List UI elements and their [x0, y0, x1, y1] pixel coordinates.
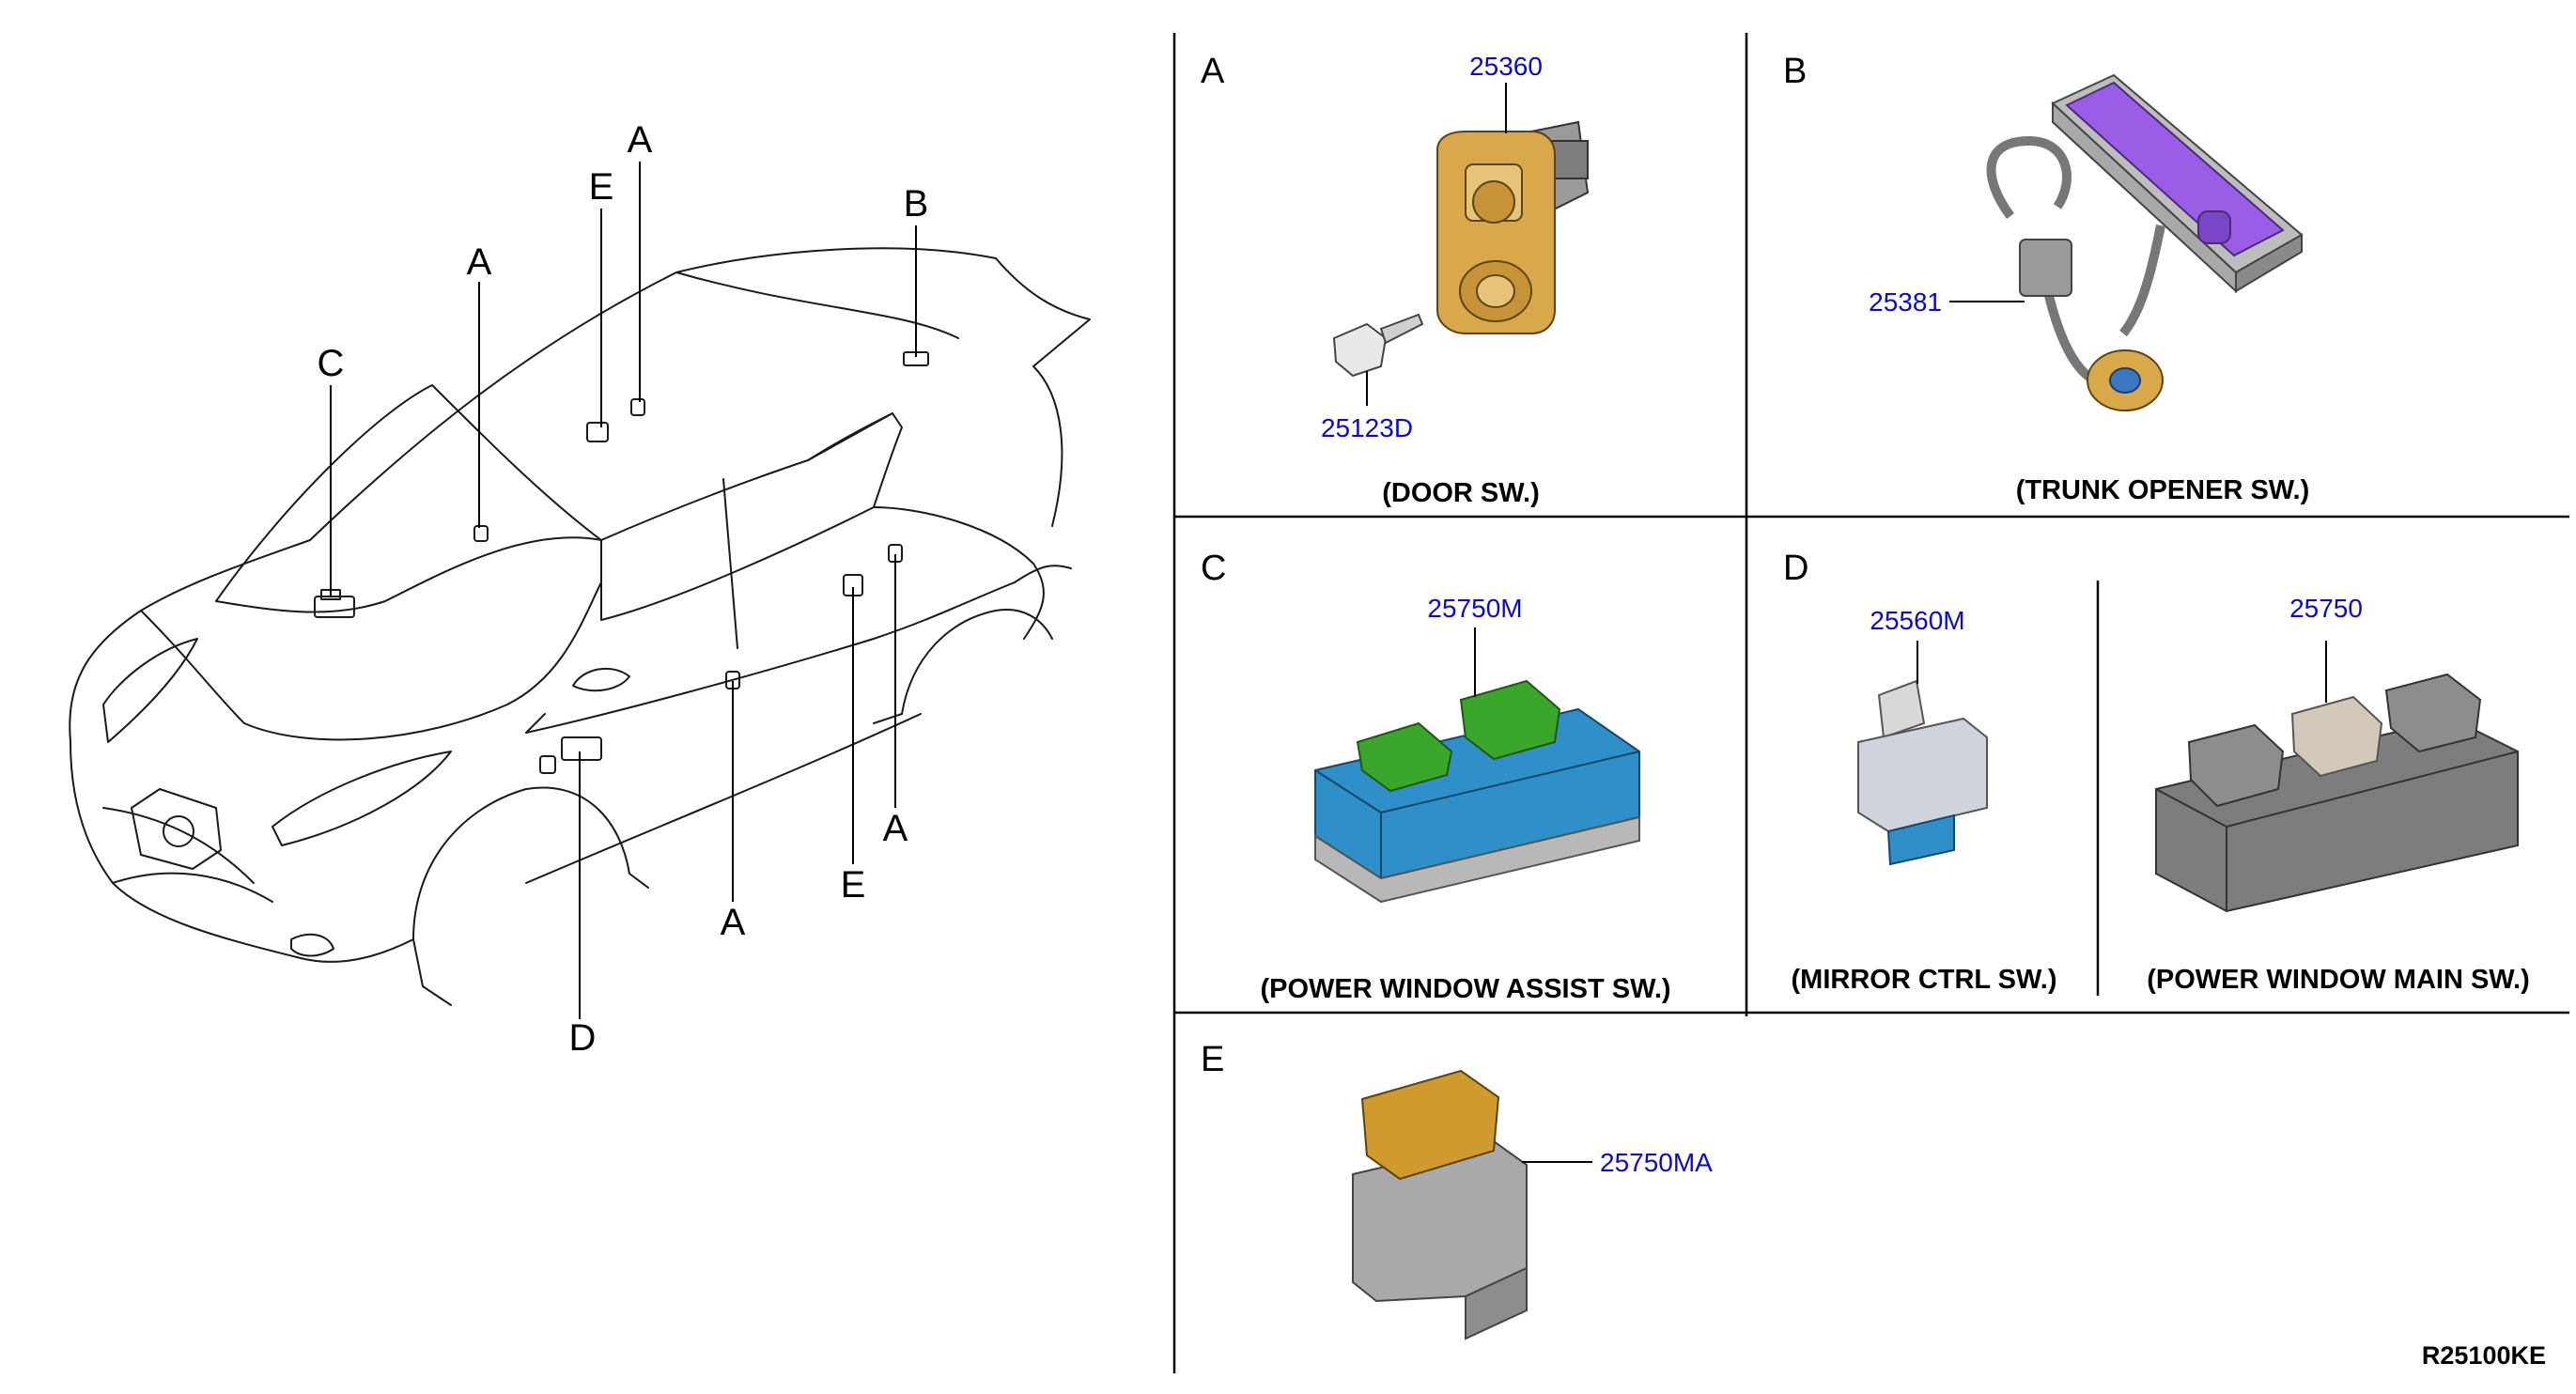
part-number-25381[interactable]: 25381	[1869, 287, 1942, 317]
mirror-switch-illustration	[1857, 679, 1988, 866]
panel-e-letter: E	[1201, 1040, 1224, 1079]
callout-d: D	[569, 1017, 597, 1059]
callout-a-door-front: A	[721, 902, 746, 943]
marker-d	[561, 736, 602, 761]
part-number-25360[interactable]: 25360	[1469, 52, 1543, 81]
main-switch-illustration	[2155, 673, 2519, 913]
part-number-25123d[interactable]: 25123D	[1321, 413, 1413, 442]
callout-b: B	[904, 183, 929, 225]
marker-c	[314, 596, 355, 618]
marker-e-roof	[586, 422, 609, 442]
caption-door-sw: (DOOR SW.)	[1382, 478, 1540, 508]
part-number-25750[interactable]: 25750	[2289, 594, 2363, 623]
car-outline	[69, 247, 1091, 1006]
overview-leader-lines	[330, 162, 917, 1019]
part-number-25750m[interactable]: 25750M	[1427, 594, 1522, 623]
callout-c: C	[318, 343, 345, 384]
part-number-25750ma[interactable]: 25750MA	[1600, 1148, 1713, 1177]
panel-b-letter: B	[1783, 52, 1807, 91]
panel-a-letter: A	[1201, 52, 1225, 91]
door-switch-illustration	[1436, 120, 1590, 334]
vehicle-overview: C A E A B D A E A	[69, 119, 1091, 1059]
callout-e-roof: E	[589, 166, 614, 208]
panel-d-letter: D	[1783, 549, 1808, 588]
panel-grid	[1172, 33, 2569, 1373]
callout-e-door-rear: E	[841, 864, 866, 906]
panel-d: D 25560M (MIRROR CTRL SW.) 25750 (POWER …	[1783, 549, 2530, 995]
callout-a-front: A	[467, 241, 492, 283]
panel-b: B 25381 (TRUNK OPENER SW.)	[1783, 52, 2309, 505]
marker-a-roof	[630, 398, 645, 416]
diagram-code: R25100KE	[2422, 1341, 2546, 1370]
panel-c-letter: C	[1201, 549, 1226, 588]
e-switch-illustration	[1352, 1069, 1528, 1340]
bolt-illustration	[1332, 313, 1424, 378]
marker-d-small	[539, 755, 556, 774]
caption-power-window-main-sw: (POWER WINDOW MAIN SW.)	[2147, 965, 2530, 995]
panel-a: A 25360 25123D (DOOR SW.)	[1201, 52, 1590, 508]
part-number-25560m[interactable]: 25560M	[1870, 606, 1964, 635]
panel-c: C 25750M (POWER WINDOW ASSIST SW.)	[1201, 549, 1671, 1004]
caption-trunk-opener-sw: (TRUNK OPENER SW.)	[2016, 475, 2310, 505]
caption-mirror-ctrl-sw: (MIRROR CTRL SW.)	[1792, 965, 2057, 995]
panel-e: E 25750MA	[1201, 1040, 1713, 1340]
callout-a-door-rear: A	[883, 808, 908, 849]
marker-a-front	[473, 525, 489, 542]
callout-a-roof: A	[628, 119, 653, 161]
caption-power-window-assist-sw: (POWER WINDOW ASSIST SW.)	[1260, 974, 1670, 1004]
assist-switch-illustration	[1314, 679, 1640, 904]
trunk-opener-illustration	[1986, 73, 2304, 411]
